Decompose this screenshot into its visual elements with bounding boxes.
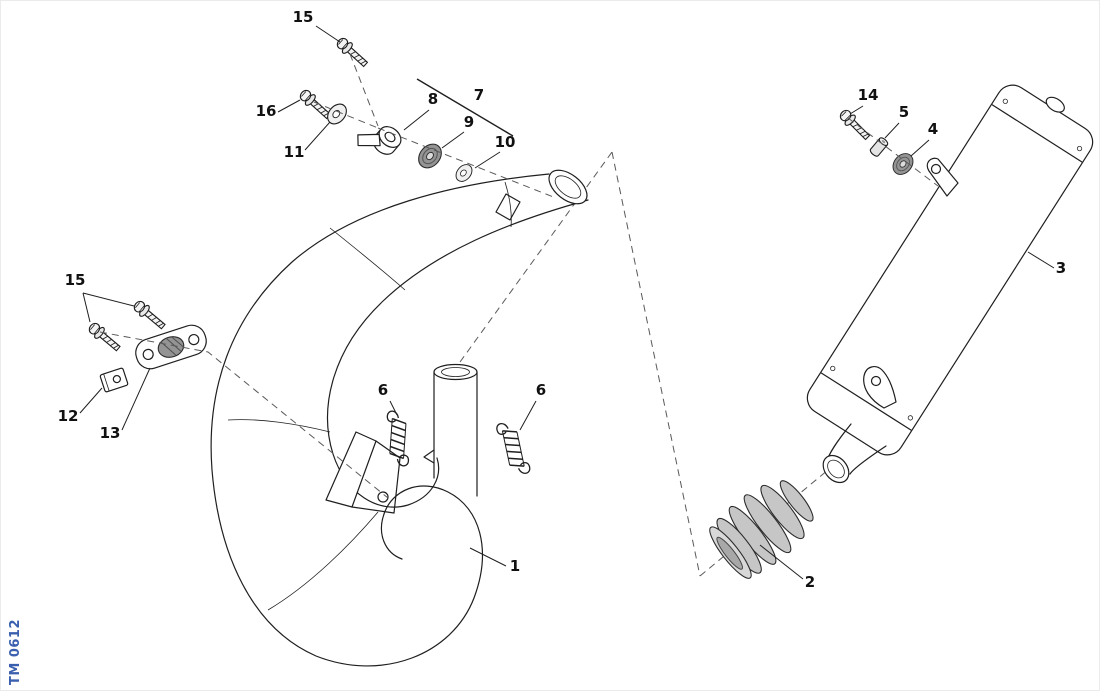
rivet <box>830 365 836 372</box>
coupling-bore <box>716 536 744 570</box>
callout-5: 5 <box>899 103 909 121</box>
assembly-7-bracket-line <box>416 78 514 137</box>
leader-13 <box>121 367 151 431</box>
pipe-bracket-gusset <box>351 440 401 514</box>
inlet-opening <box>554 175 582 199</box>
callout-15-top: 15 <box>293 8 314 26</box>
clip-hole <box>112 374 121 384</box>
weld-seam <box>329 227 406 291</box>
coupling-ridge <box>760 484 805 540</box>
callout-13: 13 <box>100 424 121 442</box>
spring-hook-tab <box>423 449 435 464</box>
pipe-bracket-hole <box>377 491 389 503</box>
inlet-flange <box>548 169 588 205</box>
callout-4: 4 <box>928 120 938 138</box>
silencer <box>806 84 1094 484</box>
elbow-bracket-hole <box>870 375 882 387</box>
callout-3: 3 <box>1056 259 1066 277</box>
axis-silencer-hardware <box>847 117 939 187</box>
spacer-bush-5 <box>869 137 889 157</box>
rivet <box>1002 98 1008 104</box>
rubber-mount-bracket-13 <box>135 324 207 370</box>
stinger-cylinder <box>433 371 478 497</box>
clip-nut-12 <box>99 367 129 393</box>
weld-seam <box>227 419 331 433</box>
weld-seam <box>504 181 512 228</box>
axis-bracket8-grommet9-washer10 <box>377 127 557 199</box>
leader-15-left <box>82 292 135 323</box>
elbow-bracket <box>863 366 897 409</box>
bracket-hole <box>142 348 154 361</box>
bracket-strap <box>357 133 381 147</box>
inlet-elbow-edge <box>849 445 887 475</box>
callout-11: 11 <box>284 143 305 161</box>
callout-8: 8 <box>428 90 438 108</box>
callout-12: 12 <box>58 407 79 425</box>
silencer-inlet-opening <box>827 459 845 479</box>
pipe-top-tab <box>495 193 521 221</box>
assembly-axis-coupling <box>699 469 829 577</box>
leader-10 <box>474 151 501 169</box>
axis-bolt15-top <box>349 53 379 127</box>
leader-15-top <box>315 25 341 43</box>
assembly-axis-stinger <box>459 151 613 363</box>
spacer-bore <box>881 140 886 144</box>
bracket-hole <box>188 333 200 346</box>
leader-9 <box>441 131 465 149</box>
callout-10: 10 <box>495 133 516 151</box>
rivet <box>907 415 913 421</box>
assembly-axis-connector <box>611 151 701 577</box>
leader-1 <box>469 547 507 567</box>
chamber-inner-contour <box>327 199 589 508</box>
expansion-chamber <box>210 169 589 667</box>
weld-seam <box>267 511 379 611</box>
clip-fold <box>103 373 110 392</box>
stinger-opening <box>433 363 478 381</box>
drawing-code-watermark: TM 0612 <box>8 619 23 685</box>
callout-7: 7 <box>474 86 484 104</box>
chamber-outer-contour <box>210 173 550 667</box>
leader-6-left <box>389 400 398 416</box>
leader-8 <box>403 109 430 131</box>
callout-16: 16 <box>256 102 277 120</box>
callout-6-left: 6 <box>378 381 388 399</box>
leader-2 <box>759 544 804 580</box>
exhaust-coupling <box>709 480 814 579</box>
callout-14: 14 <box>858 86 879 104</box>
leader-12 <box>79 387 103 414</box>
callout-6-right: 6 <box>536 381 546 399</box>
callout-2: 2 <box>805 573 815 591</box>
silencer-inlet-mouth <box>822 454 850 484</box>
leader-11 <box>304 121 331 151</box>
leader-16 <box>277 99 301 113</box>
leader-lines <box>79 25 1055 580</box>
coupling-ridge <box>779 480 814 522</box>
leader-5 <box>884 122 900 139</box>
callout-1: 1 <box>510 557 520 575</box>
leader-6-right <box>519 400 537 431</box>
axis-left-bracket <box>99 331 389 499</box>
silencer-cap-seams <box>820 104 1083 431</box>
callout-9: 9 <box>464 113 474 131</box>
silencer-body-group <box>806 84 1094 456</box>
rivet <box>1076 145 1083 152</box>
leader-14 <box>849 105 864 115</box>
coupling-ridge <box>743 494 792 554</box>
silencer-mount-tab-hole <box>930 163 942 175</box>
leader-3 <box>1027 251 1055 269</box>
leader-4 <box>910 139 930 157</box>
stinger-opening-inner <box>441 367 470 377</box>
silencer-tail-tip <box>1045 96 1065 113</box>
callout-15-left: 15 <box>65 271 86 289</box>
